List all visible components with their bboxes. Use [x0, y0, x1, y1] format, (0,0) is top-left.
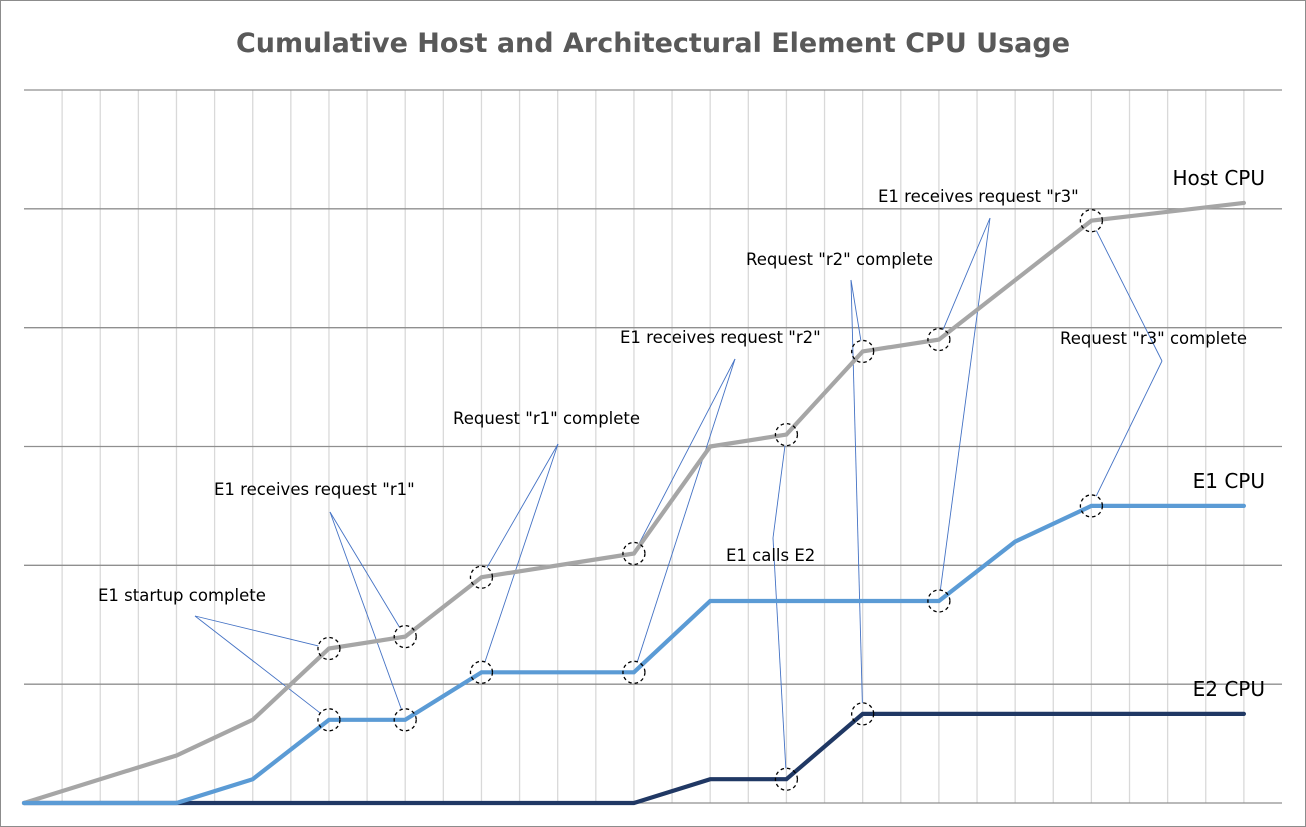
grid: [24, 89, 1282, 804]
annotation-leader-line: [329, 511, 402, 710]
annotation-leader-line: [850, 279, 862, 341]
annotation-leader-line: [486, 443, 559, 568]
annotation-marker: [927, 589, 951, 613]
series-line-e1-cpu: [21, 503, 1247, 806]
annotation-markers: [317, 209, 1104, 791]
annotation-marker: [1079, 494, 1104, 518]
annotation-label: Request "r1" complete: [453, 409, 640, 428]
annotation-label: E1 receives request "r3": [878, 187, 1079, 206]
annotation-marker: [851, 339, 875, 364]
series-label: E2 CPU: [1193, 677, 1265, 701]
annotation-marker: [774, 422, 799, 447]
annotation-leader-line: [942, 217, 991, 330]
annotation-leader-line: [194, 615, 321, 714]
annotation-leader-line: [772, 537, 787, 769]
annotation-marker: [317, 708, 341, 732]
annotation-label: E1 receives request "r1": [214, 480, 415, 499]
annotation-leaders: [194, 217, 1163, 769]
annotation-marker: [774, 767, 799, 791]
annotation-marker: [393, 624, 417, 649]
annotation-leader-line: [1095, 230, 1163, 362]
annotation-leader-line: [772, 445, 786, 539]
series-line-e2-cpu: [21, 711, 1247, 806]
series-labels: Host CPU E1 CPU E2 CPU: [1172, 166, 1265, 701]
annotation-label: E1 calls E2: [726, 546, 815, 565]
annotation-marker: [317, 636, 341, 661]
series-lines: [21, 200, 1247, 806]
annotation-marker: [393, 708, 417, 732]
annotation-leader-line: [1095, 360, 1163, 497]
annotation-leader-line: [638, 358, 736, 544]
annotation-label: Request "r2" complete: [746, 250, 933, 269]
annotation-marker: [927, 327, 951, 352]
annotation-leader-line: [636, 358, 736, 662]
annotation-leader-line: [939, 217, 991, 591]
annotation-marker: [622, 660, 646, 684]
annotation-label: Request "r3" complete: [1060, 329, 1247, 348]
series-label: Host CPU: [1172, 166, 1265, 190]
annotation-marker: [622, 541, 646, 566]
annotation-marker: [469, 565, 494, 589]
annotation-marker: [469, 660, 494, 684]
annotation-leader-line: [194, 615, 319, 647]
annotation-labels: E1 startup complete E1 receives request "…: [98, 187, 1247, 605]
series-line-host-cpu: [21, 200, 1247, 806]
annotation-label: E1 startup complete: [98, 586, 266, 605]
annotation-marker: [1079, 209, 1104, 233]
annotation-label: E1 receives request "r2": [620, 328, 821, 347]
chart-title: Cumulative Host and Architectural Elemen…: [236, 28, 1070, 59]
series-label: E1 CPU: [1193, 469, 1265, 493]
annotation-marker: [851, 702, 875, 726]
annotation-leader-line: [329, 511, 400, 628]
annotation-leader-line: [850, 279, 863, 703]
annotation-leader-line: [484, 443, 559, 662]
